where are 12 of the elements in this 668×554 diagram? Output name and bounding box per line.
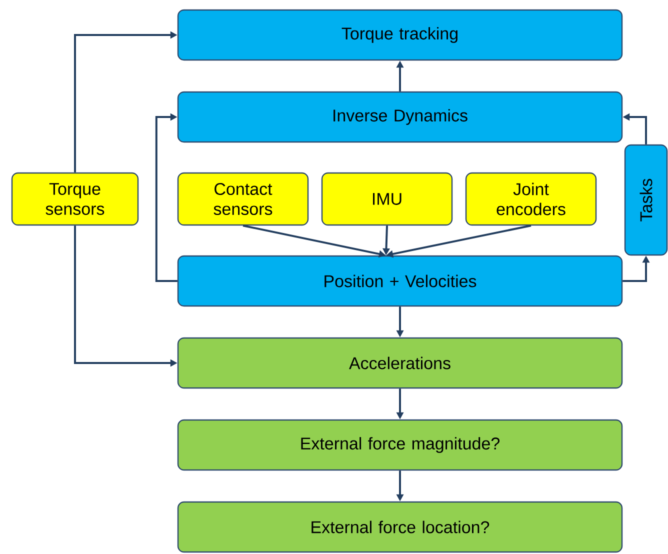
process-box: Torque tracking [177,9,623,61]
estimation-box: External force location? [177,501,623,553]
sensor-box: Contact sensors [177,172,309,226]
estimation-box: External force magnitude? [177,419,623,471]
estimation-box: Accelerations [177,337,623,389]
arrow [155,113,178,282]
sensor-box: IMU [321,172,453,226]
tasks-box: Tasks [624,144,668,256]
process-box: Position + Velocities [177,255,623,307]
sensor-box: Joint encoders [465,172,597,226]
sensor-box: Torque sensors [11,172,139,226]
process-box: Inverse Dynamics [177,91,623,143]
